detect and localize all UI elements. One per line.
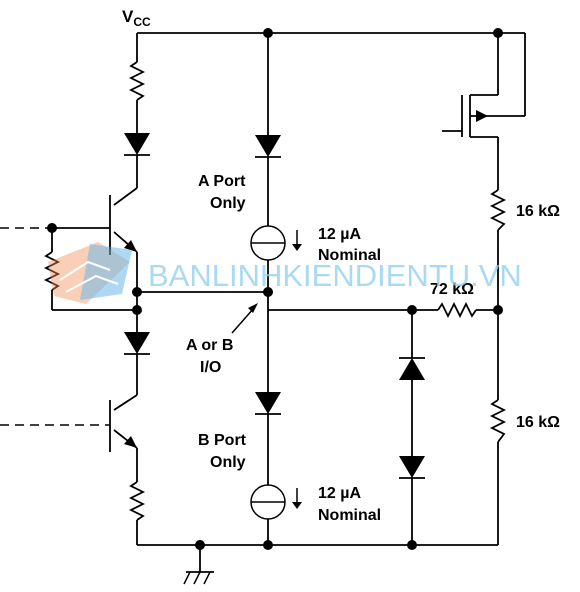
- vcc-label: VCC: [122, 7, 151, 29]
- diode-left-bottom: [124, 332, 150, 354]
- left-upper-branch: [109, 33, 150, 292]
- ground-icon: [183, 571, 191, 585]
- left-lower-branch: [109, 310, 150, 545]
- current-b-label: 12 µA Nominal: [318, 485, 381, 524]
- resistor-16k-bottom: [489, 399, 507, 443]
- vcc-rail: [137, 28, 525, 38]
- center-branch: [250, 33, 302, 545]
- current-arrow-a: [292, 244, 302, 251]
- b-port-label: B Port Only: [198, 432, 250, 471]
- ground-rail: [137, 540, 498, 585]
- diode-clamp-upper: [399, 358, 425, 380]
- watermark-text: BANLINHKIENDIENTU.VN: [148, 258, 522, 293]
- pmos-arrow: [476, 110, 488, 122]
- banlinhkiendientu-logo-icon: [48, 242, 132, 304]
- diode-clamp-lower: [399, 456, 425, 478]
- current-arrow-b: [292, 502, 302, 509]
- r-top-label: 16 kΩ: [516, 203, 560, 220]
- diode-a-port: [255, 135, 281, 157]
- current-a-label: 12 µA Nominal: [318, 226, 381, 264]
- resistor-16k-top: [489, 189, 507, 231]
- clamp-diodes: [399, 310, 425, 545]
- diode-left-top: [124, 133, 150, 155]
- io-label: A or B I/O: [186, 337, 238, 376]
- io-pointer: [231, 307, 255, 334]
- r-bottom-label: 16 kΩ: [516, 414, 560, 431]
- q1-emitter-arrow: [124, 240, 137, 252]
- q2-emitter-arrow: [124, 436, 137, 448]
- r-mid-label: 72 kΩ: [430, 281, 474, 298]
- right-branch: [442, 33, 526, 545]
- diode-b-port: [255, 392, 281, 414]
- resistor-72k: [437, 301, 477, 319]
- a-port-label: A Port Only: [198, 173, 250, 212]
